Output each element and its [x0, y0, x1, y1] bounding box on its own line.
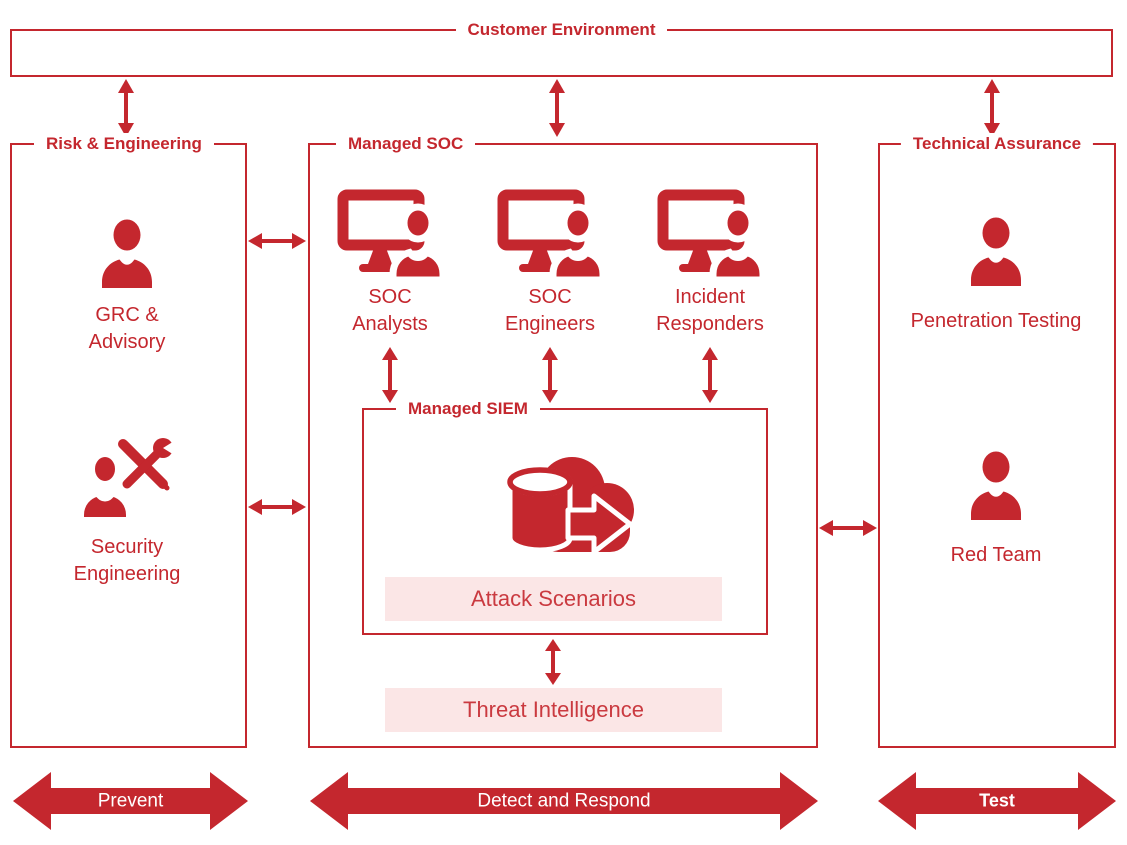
risk-engineering-title: Risk & Engineering — [34, 133, 214, 155]
person-icon — [102, 219, 152, 288]
workstation-person-icon — [337, 189, 446, 280]
test-label: Test — [979, 790, 1015, 811]
vertical-double-arrow — [702, 347, 718, 403]
soc-analysts-unit: SOC Analysts — [305, 186, 475, 338]
prevent-flow-arrow: Prevent — [13, 769, 248, 833]
horizontal-double-arrow — [248, 499, 306, 515]
red-team-label: Red Team — [950, 544, 1042, 566]
attack-scenarios-label: Attack Scenarios — [470, 586, 637, 611]
test-flow-arrow: Test — [878, 769, 1116, 833]
incident-responders-label: Incident Responders — [656, 286, 764, 335]
attack-scenarios-banner: Attack Scenarios — [385, 577, 722, 621]
workstation-person-icon — [657, 189, 766, 280]
horizontal-double-arrow — [819, 520, 877, 536]
security-engineering-unit: Security Engineering — [27, 436, 227, 588]
customer-environment-box: Customer Environment — [10, 19, 1113, 77]
threat-intelligence-label: Threat Intelligence — [463, 697, 644, 722]
horizontal-double-arrow — [248, 233, 306, 249]
workstation-person-icon — [497, 189, 606, 280]
vertical-double-arrow — [118, 79, 134, 137]
grc-advisory-label: GRC & Advisory — [88, 304, 166, 353]
vertical-double-arrow — [542, 347, 558, 403]
person-icon — [971, 217, 1021, 286]
grc-advisory-unit: GRC & Advisory — [37, 218, 217, 356]
person-tools-icon — [78, 438, 179, 523]
soc-analysts-label: SOC Analysts — [352, 286, 428, 335]
double-headed-arrow-shape — [310, 772, 818, 830]
double-headed-arrow-shape — [13, 772, 248, 830]
managed-soc-title: Managed SOC — [336, 133, 476, 155]
double-headed-arrow-shape — [878, 772, 1116, 830]
security-engineering-label: Security Engineering — [73, 536, 181, 585]
database-to-cloud-icon — [507, 457, 634, 555]
vertical-double-arrow — [984, 79, 1000, 137]
red-team-unit: Red Team — [886, 450, 1106, 569]
incident-responders-unit: Incident Responders — [625, 186, 795, 338]
detect-respond-flow-arrow: Detect and Respond — [310, 769, 818, 833]
soc-engineers-unit: SOC Engineers — [465, 186, 635, 338]
vertical-double-arrow — [382, 347, 398, 403]
vertical-double-arrow — [549, 79, 565, 137]
soc-engineers-label: SOC Engineers — [504, 286, 596, 335]
detect-respond-label: Detect and Respond — [477, 790, 651, 812]
penetration-testing-label: Penetration Testing — [910, 310, 1082, 332]
person-icon — [971, 451, 1021, 520]
managed-siem-title: Managed SIEM — [396, 398, 540, 420]
technical-assurance-title: Technical Assurance — [900, 133, 1094, 155]
threat-intelligence-banner: Threat Intelligence — [385, 688, 722, 732]
penetration-testing-unit: Penetration Testing — [886, 216, 1106, 335]
customer-environment-title: Customer Environment — [455, 19, 668, 41]
prevent-label: Prevent — [97, 790, 164, 812]
vertical-double-arrow — [545, 639, 561, 685]
